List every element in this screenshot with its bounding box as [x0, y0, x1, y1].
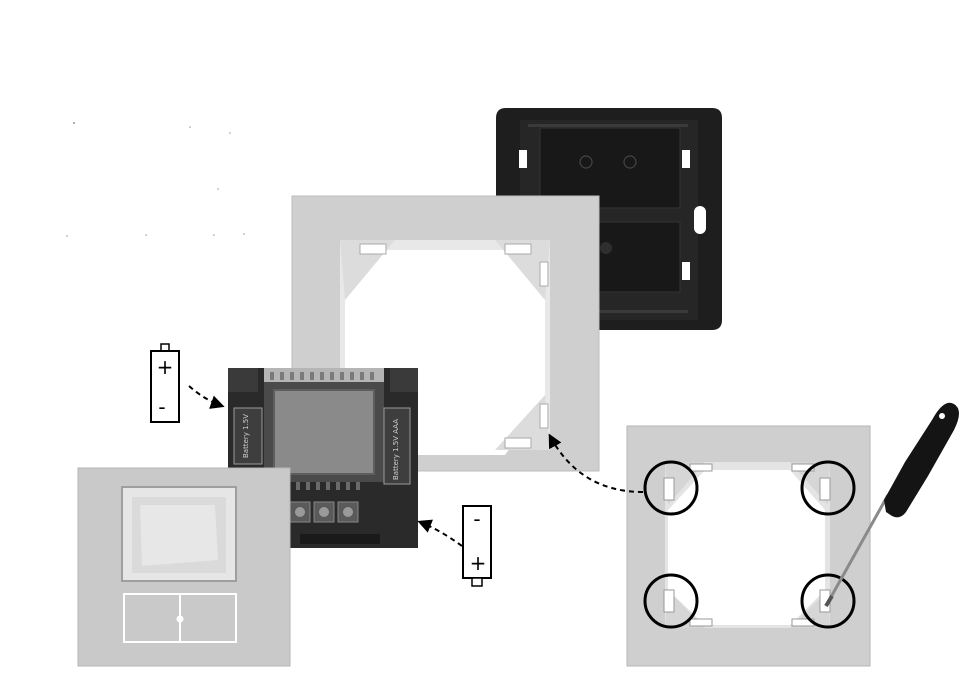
highlight-circle-icon: [800, 460, 856, 516]
battery-plus-label: +: [470, 551, 487, 575]
screwdriver-icon: [824, 402, 959, 608]
battery-minus-label: -: [158, 395, 165, 419]
pcb-marking-left: Battery 1.5V: [242, 414, 250, 458]
battery-minus-label: -: [473, 507, 480, 531]
battery-icon: + -: [150, 343, 180, 423]
battery-icon: - +: [462, 505, 492, 587]
scan-artifacts: [66, 122, 245, 237]
highlight-circle-icon: [800, 573, 856, 629]
dashed-arrow-icon: [188, 385, 225, 409]
pcb-marking-right: Battery 1.5V AAA: [392, 419, 400, 480]
dashed-arrow-icon: [548, 433, 644, 493]
highlight-circle-icon: [643, 573, 699, 629]
dashed-arrow-icon: [417, 519, 463, 547]
lcd-display: [273, 389, 375, 475]
pcb-buttons: [289, 501, 359, 523]
electronics-module: Battery 1.5V Battery 1.5V AAA: [228, 368, 418, 548]
front-cover: [77, 467, 291, 667]
frame-removal-detail: [626, 402, 959, 667]
highlight-circle-icon: [643, 460, 699, 516]
battery-plus-label: +: [157, 355, 174, 379]
